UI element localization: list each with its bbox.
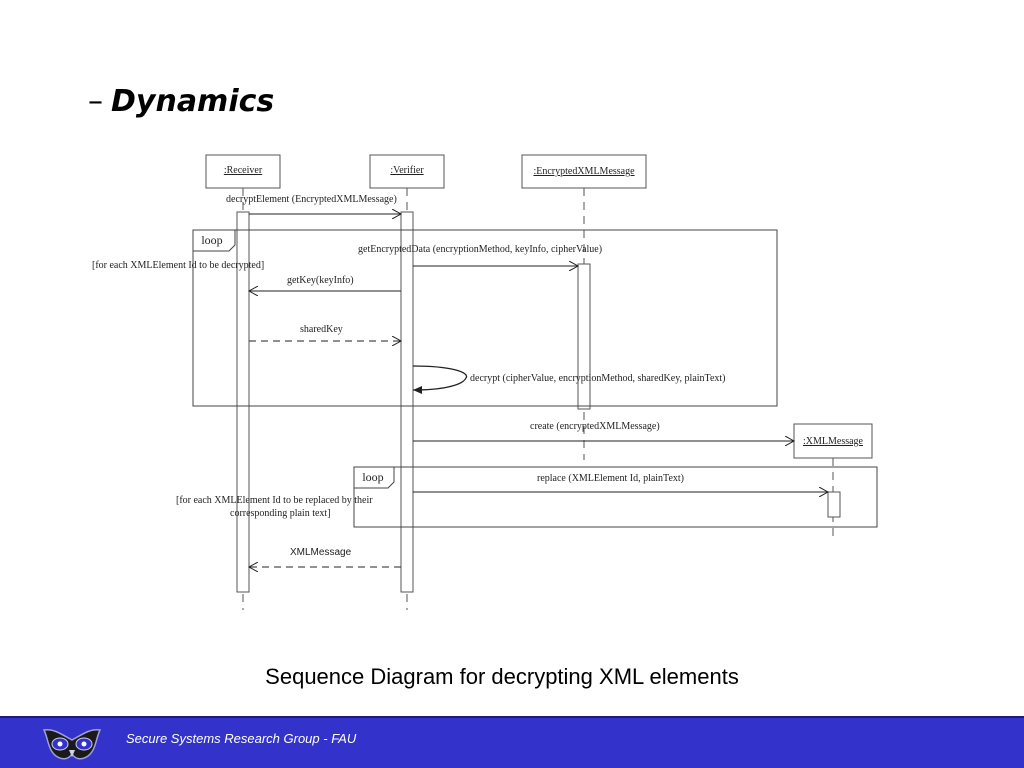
loop-keyword-2: loop xyxy=(362,470,383,484)
lifeline-verifier: :Verifier xyxy=(369,154,445,610)
loop-fragment-replace: loop [for each XMLElement Id to be repla… xyxy=(176,466,878,528)
loop-guard-2-line-2: corresponding plain text] xyxy=(230,508,331,519)
loop-keyword-1: loop xyxy=(201,233,222,247)
message-label-replace: replace (XMLElement Id, plainText) xyxy=(537,473,684,484)
loop-guard-2-line-1: [for each XMLElement Id to be replaced b… xyxy=(176,495,373,506)
owl-logo-icon xyxy=(42,728,102,760)
loop-guard-1: [for each XMLElement Id to be decrypted] xyxy=(92,260,264,271)
message-decrypt-element: decryptElement (EncryptedXMLMessage) xyxy=(226,194,401,214)
lifeline-label-encrypted: :EncryptedXMLMessage xyxy=(533,166,635,177)
activation-verifier xyxy=(400,211,414,593)
message-label-get-encrypted-data: getEncryptedData (encryptionMethod, keyI… xyxy=(358,244,602,255)
activation-receiver xyxy=(236,211,250,593)
slide-title: –Dynamics xyxy=(88,84,274,119)
lifeline-xml-message: :XMLMessage xyxy=(793,423,873,540)
message-label-decrypt-element: decryptElement (EncryptedXMLMessage) xyxy=(226,194,397,205)
title-word: Dynamics xyxy=(111,84,275,119)
diagram-caption: Sequence Diagram for decrypting XML elem… xyxy=(265,664,739,689)
message-replace: replace (XMLElement Id, plainText) xyxy=(413,473,828,492)
message-decrypt-self: decrypt (cipherValue, encryptionMethod, … xyxy=(412,365,726,394)
lifeline-receiver: :Receiver xyxy=(205,154,281,610)
message-label-create: create (encryptedXMLMessage) xyxy=(530,421,660,432)
message-xml-message-return: XMLMessage xyxy=(249,547,401,567)
title-dash: – xyxy=(88,84,103,119)
message-get-encrypted-data: getEncryptedData (encryptionMethod, keyI… xyxy=(358,244,602,266)
message-label-get-key: getKey(keyInfo) xyxy=(287,275,354,286)
footer-text: Secure Systems Research Group - FAU xyxy=(126,731,357,746)
message-label-xml-message: XMLMessage xyxy=(290,547,352,558)
message-get-key: getKey(keyInfo) xyxy=(249,275,401,291)
message-label-shared-key: sharedKey xyxy=(300,324,343,335)
lifeline-label-xmlmessage: :XMLMessage xyxy=(803,436,864,447)
message-label-decrypt: decrypt (cipherValue, encryptionMethod, … xyxy=(470,373,726,384)
lifeline-encrypted-xml-message: :EncryptedXMLMessage xyxy=(521,154,647,460)
activation-xmlmessage xyxy=(827,491,841,518)
activation-encrypted xyxy=(577,263,591,410)
lifeline-label-verifier: :Verifier xyxy=(390,165,424,176)
lifeline-label-receiver: :Receiver xyxy=(224,165,263,176)
footer-bar: Secure Systems Research Group - FAU xyxy=(0,716,1024,768)
loop-fragment-decrypt: loop [for each XMLElement Id to be decry… xyxy=(92,229,778,407)
message-shared-key: sharedKey xyxy=(249,324,401,341)
message-create: create (encryptedXMLMessage) xyxy=(413,421,794,441)
sequence-diagram: :Receiver :Verifier :EncryptedXMLMessage… xyxy=(92,154,878,610)
